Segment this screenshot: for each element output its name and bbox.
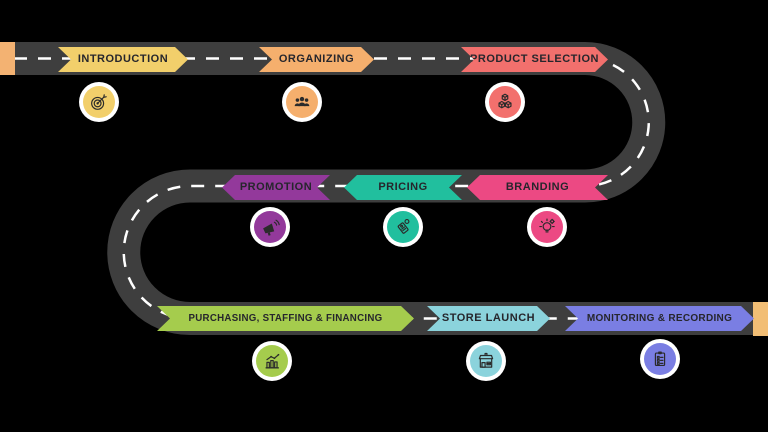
road-end-marker — [753, 302, 768, 336]
product-selection-icon-badge — [485, 82, 525, 122]
target-icon — [91, 94, 107, 110]
monitoring-icon-badge — [640, 339, 680, 379]
promotion-icon-badge — [250, 207, 290, 247]
purchasing-icon-badge — [252, 341, 292, 381]
stage-label-organizing: ORGANIZING — [259, 47, 374, 72]
megaphone-icon — [263, 219, 280, 236]
stage-label-purchasing-staffing-financing: PURCHASING, STAFFING & FINANCING — [157, 306, 414, 331]
road-start-marker — [0, 42, 15, 75]
team-icon — [294, 96, 310, 107]
stage-label-branding: BRANDING — [467, 175, 608, 200]
branding-icon-badge — [527, 207, 567, 247]
introduction-icon-badge — [79, 82, 119, 122]
stage-label-store-launch: STORE LAUNCH — [427, 306, 550, 331]
pricing-icon-badge — [383, 207, 423, 247]
price-tag-icon — [397, 218, 410, 234]
stage-label-monitoring-recording: MONITORING & RECORDING — [565, 306, 754, 331]
store-launch-icon-badge — [466, 341, 506, 381]
stage-label-product-selection: PRODUCT SELECTION — [461, 47, 608, 72]
lightbulb-gear-icon — [539, 218, 555, 233]
stage-label-promotion: PROMOTION — [222, 175, 330, 200]
stage-label-pricing: PRICING — [344, 175, 462, 200]
bar-chart-icon — [265, 353, 280, 369]
clipboard-icon — [654, 351, 666, 367]
organizing-icon-badge — [282, 82, 322, 122]
storefront-icon — [478, 352, 494, 368]
stage-label-introduction: INTRODUCTION — [58, 47, 188, 72]
cubes-icon — [498, 93, 512, 109]
